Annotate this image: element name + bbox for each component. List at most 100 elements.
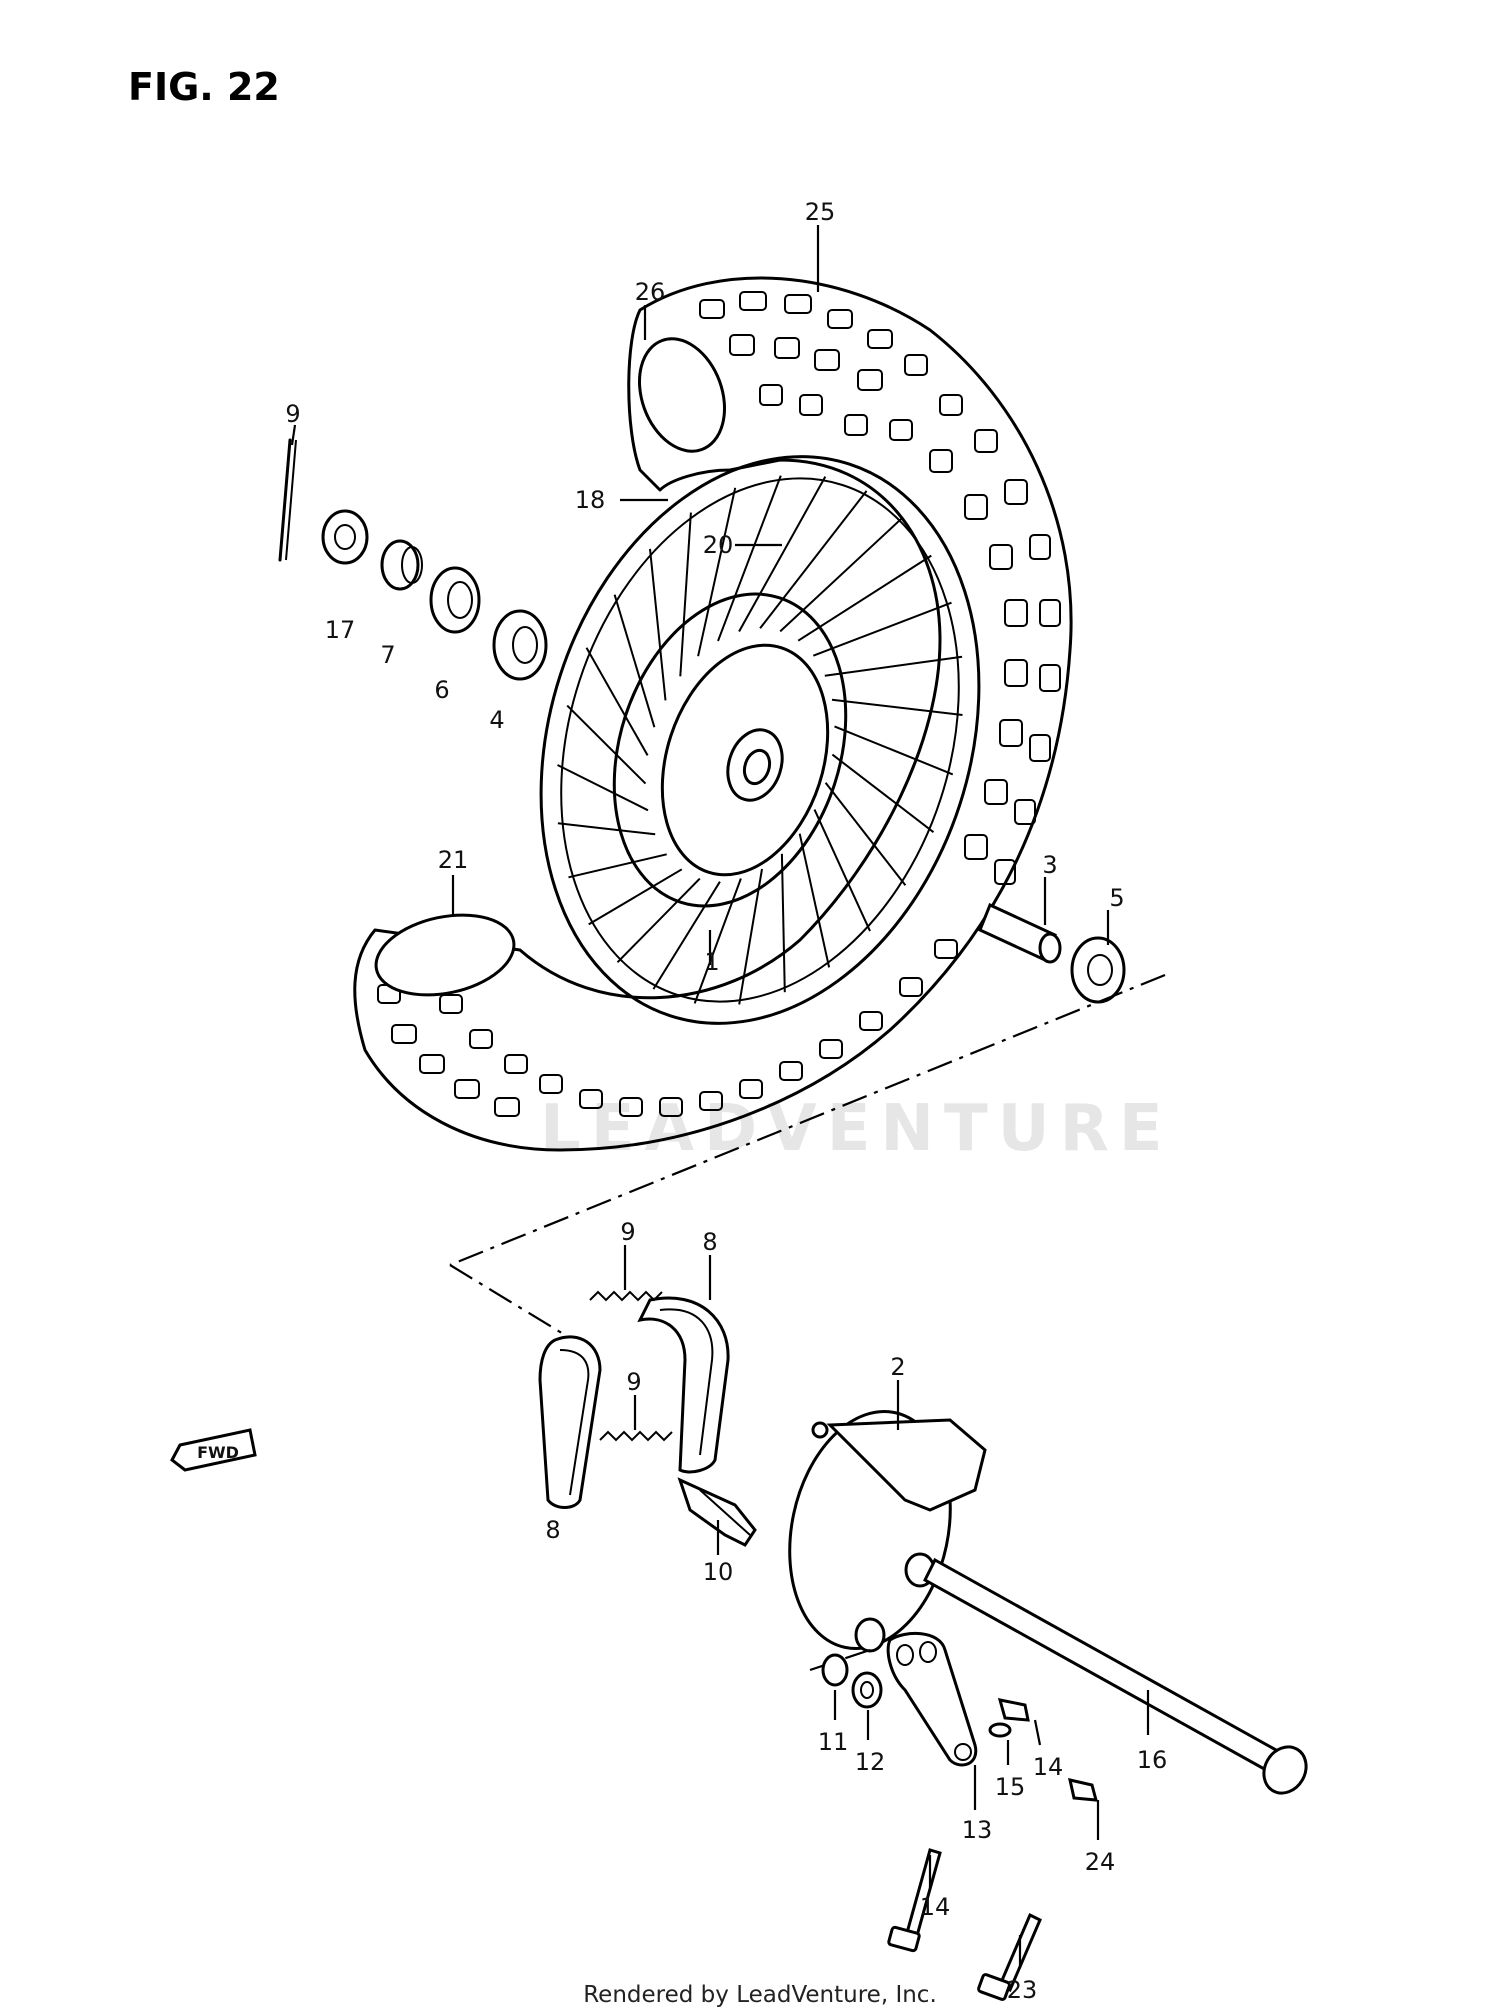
tire-20 [353, 276, 1073, 1152]
callout-10: 10 [703, 1558, 734, 1586]
rim-inner [560, 477, 960, 1003]
bearing-5 [1070, 936, 1126, 1004]
tube-21 [637, 337, 727, 453]
spoke [717, 475, 782, 642]
wheel-assembly [353, 276, 1073, 1152]
nut-15 [997, 1698, 1030, 1722]
callout-16: 15 [995, 1773, 1026, 1801]
callout-21: 26 [635, 278, 666, 306]
callout-20: 25 [805, 198, 836, 226]
washer-16 [988, 1722, 1012, 1738]
brake-shoe-8-upper [637, 1296, 730, 1474]
callout-1: 1 [704, 948, 719, 976]
rim-23 [539, 455, 981, 1025]
callout-18: 17 [325, 616, 356, 644]
oil-seal-6 [429, 566, 481, 634]
spoke [568, 853, 667, 879]
axle-17 [923, 1557, 1308, 1795]
spoke [557, 822, 656, 836]
callout-9-top: 9 [285, 400, 300, 428]
spoke [812, 601, 952, 657]
spoke [834, 725, 954, 776]
callout-2: 2 [890, 1353, 905, 1381]
callout-9-mid: 9 [620, 1218, 635, 1246]
spoke [797, 554, 932, 642]
spoke [798, 833, 831, 968]
spoke [588, 868, 683, 926]
watermark: LEADVENTURE [540, 1092, 1173, 1166]
brake-cam-10 [677, 1477, 757, 1547]
spoke [697, 487, 737, 657]
washer-12 [851, 1671, 883, 1709]
spoke [616, 877, 701, 964]
callout-24: 21 [438, 846, 469, 874]
callout-26: 24 [1085, 1848, 1116, 1876]
spoke [649, 548, 667, 701]
hub-flange [612, 592, 848, 908]
dash-arm-line [809, 1648, 871, 1672]
spoke [831, 698, 963, 716]
spoke [824, 782, 907, 886]
callout-12: 12 [855, 1748, 886, 1776]
spoke [679, 512, 692, 677]
spoke [557, 764, 649, 812]
spoke [652, 881, 721, 990]
washer-11 [821, 1653, 849, 1687]
spoke [585, 647, 649, 756]
spoke [780, 853, 786, 993]
spoke [566, 704, 647, 785]
brake-shoe-8-lower [538, 1335, 602, 1509]
brake-arm-13 [886, 1631, 978, 1767]
tread-blocks-upper [699, 291, 1061, 885]
callout-13: 13 [962, 1816, 993, 1844]
spokes [557, 475, 963, 1005]
spoke [738, 476, 827, 632]
callout-3: 3 [1042, 851, 1057, 879]
callout-5: 5 [1109, 884, 1124, 912]
hub-1 [660, 643, 830, 877]
spoke [759, 490, 868, 629]
axis-line-lower [449, 1264, 566, 1336]
spoke [693, 878, 742, 1004]
callout-8-low: 8 [545, 1516, 560, 1544]
spacer-7 [380, 539, 423, 591]
spoke [779, 516, 904, 633]
callout-15: 14 [1033, 1753, 1064, 1781]
axis-line-upper [449, 973, 1166, 1267]
brake-panel-2 [788, 1410, 987, 1653]
callout-25: 23 [1007, 1976, 1038, 2004]
spacer-3 [978, 902, 1062, 964]
callout-17: 16 [1137, 1746, 1168, 1774]
figure-title: FIG. 22 [128, 65, 280, 109]
spring-9-upper [589, 1290, 663, 1302]
callout-23: 20 [703, 531, 734, 559]
axle-nut-18 [321, 509, 369, 565]
callout-4: 4 [489, 706, 504, 734]
tread-blocks-lower [377, 939, 958, 1117]
spoke [738, 868, 763, 1005]
nut-26 [1068, 1778, 1099, 1802]
tube-cut-24 [374, 913, 516, 997]
hub-bore [742, 748, 772, 786]
cotter-pin-19 [278, 438, 297, 562]
leader-lines [290, 225, 1150, 1968]
callout-11: 11 [818, 1728, 849, 1756]
fwd-arrow: FWD [170, 1428, 257, 1472]
svg-text:FWD: FWD [197, 1443, 239, 1462]
callout-14: 14 [920, 1893, 951, 1921]
spoke [613, 594, 656, 728]
callout-6: 6 [434, 676, 449, 704]
spoke [831, 753, 935, 833]
spoke [824, 655, 963, 677]
bearing-4 [492, 609, 548, 681]
bolt-14 [887, 1848, 942, 1953]
callout-22: 18 [575, 486, 606, 514]
spring-9-lower [599, 1430, 673, 1442]
callout-7: 7 [380, 641, 395, 669]
callout-9-low: 9 [626, 1368, 641, 1396]
credit-text: Rendered by LeadVenture, Inc. [583, 1982, 937, 2008]
callout-8-top: 8 [702, 1228, 717, 1256]
callout-labels: 25 26 9 18 20 17 7 6 4 21 1 3 5 9 8 9 2 … [285, 198, 1167, 2004]
spoke [813, 809, 871, 932]
